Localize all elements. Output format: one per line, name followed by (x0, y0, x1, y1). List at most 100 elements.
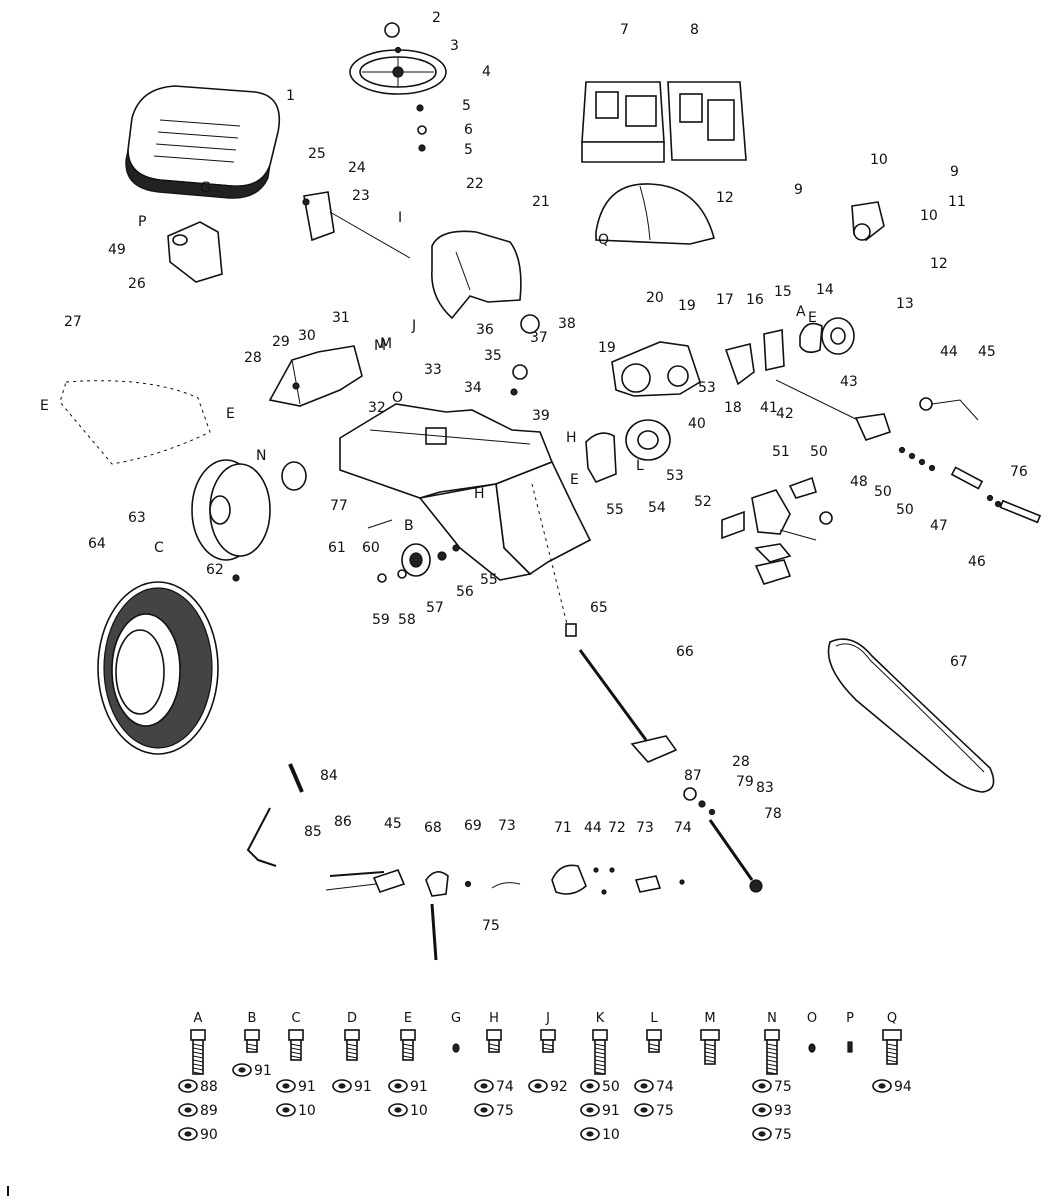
callout-label: 68 (424, 820, 442, 836)
callout-label: 33 (424, 362, 442, 378)
callout-label: 43 (840, 374, 858, 390)
callout-label: 50 (874, 484, 892, 500)
part-pulley-assembly (724, 317, 855, 386)
part-wheel-rim (191, 459, 307, 561)
callout-label: A (796, 304, 806, 320)
hardware-letter: Q (887, 1011, 897, 1026)
hardware-ref: 92 (550, 1079, 568, 1095)
callout-label: 60 (362, 540, 380, 556)
bolt-icon (882, 1029, 902, 1065)
callout-label: 36 (476, 322, 494, 338)
bolt-icon (540, 1029, 556, 1053)
callout-label: 39 (532, 408, 550, 424)
hardware-letter: N (767, 1011, 777, 1026)
bolt-icon (288, 1029, 304, 1061)
callout-label: 40 (688, 416, 706, 432)
hardware-ref: 75 (656, 1103, 674, 1119)
callout-label: 30 (298, 328, 316, 344)
callout-label: 57 (426, 600, 444, 616)
callout-label: 9 (950, 164, 959, 180)
callout-label: B (404, 518, 414, 534)
hardware-letter: B (248, 1011, 257, 1026)
part-hub-hardware (232, 519, 460, 583)
hardware-letter: E (404, 1011, 412, 1026)
callout-label: 74 (674, 820, 692, 836)
callout-label: 64 (88, 536, 106, 552)
callout-label: H (474, 486, 485, 502)
hardware-ref: 50 (602, 1079, 620, 1095)
callout-label: O (392, 390, 403, 406)
part-steering-wheel (349, 22, 447, 152)
callout-label: E (808, 310, 817, 326)
part-small-parts (246, 763, 685, 961)
hardware-letter: L (650, 1011, 658, 1026)
callout-label: 63 (128, 510, 146, 526)
part-axle-bracket (167, 221, 223, 283)
hardware-ref: 91 (298, 1079, 316, 1095)
callout-label: 45 (384, 816, 402, 832)
hardware-ref: 91 (602, 1103, 620, 1119)
part-pivot (851, 201, 885, 241)
callout-label: 12 (930, 256, 948, 272)
callout-label: 26 (128, 276, 146, 292)
part-steering-bracket (302, 191, 411, 259)
callout-label: 9 (794, 182, 803, 198)
callout-label: 11 (948, 194, 966, 210)
callout-label: 54 (648, 500, 666, 516)
callout-label: 13 (896, 296, 914, 312)
callout-label: 87 (684, 768, 702, 784)
part-decals (581, 81, 747, 163)
hardware-ref: 75 (774, 1079, 792, 1095)
hardware-ref: 89 (200, 1103, 218, 1119)
hardware-ref: 74 (496, 1079, 514, 1095)
callout-label: 58 (398, 612, 416, 628)
bolt-icon (592, 1029, 608, 1075)
callout-label: 3 (450, 38, 459, 54)
part-floor-mat (59, 380, 211, 465)
hardware-letter: M (704, 1011, 715, 1026)
callout-label: 85 (304, 824, 322, 840)
part-dash-tower (431, 230, 522, 320)
callout-label: L (636, 458, 644, 474)
hardware-ref: 91 (354, 1079, 372, 1095)
callout-label: 25 (308, 146, 326, 162)
callout-label: E (570, 472, 579, 488)
callout-label: 76 (1010, 464, 1028, 480)
callout-label: 28 (244, 350, 262, 366)
hardware-ref: 75 (774, 1127, 792, 1143)
callout-label: E (40, 398, 49, 414)
callout-label: 73 (498, 818, 516, 834)
hardware-letter: O (807, 1011, 817, 1026)
hardware-icon (847, 1041, 853, 1053)
callout-label: 72 (608, 820, 626, 836)
part-steering-shaft (531, 483, 763, 893)
hardware-letter: C (291, 1011, 300, 1026)
callout-label: 52 (694, 494, 712, 510)
callout-label: 79 (736, 774, 754, 790)
part-drive-belt (827, 638, 995, 793)
part-brake-linkage (775, 379, 1042, 524)
callout-label: 35 (484, 348, 502, 364)
callout-label: 12 (716, 190, 734, 206)
hardware-letter: K (596, 1011, 605, 1026)
callout-label: C (154, 540, 164, 556)
callout-label: 53 (698, 380, 716, 396)
bolt-icon (400, 1029, 416, 1061)
callout-label: 48 (850, 474, 868, 490)
callout-label: E (226, 406, 235, 422)
callout-label: 51 (772, 444, 790, 460)
hardware-ref: 91 (410, 1079, 428, 1095)
callout-label: 77 (330, 498, 348, 514)
hardware-ref: 74 (656, 1079, 674, 1095)
callout-label: 41 (760, 400, 778, 416)
hardware-icon (452, 1043, 460, 1053)
callout-label: 55 (606, 502, 624, 518)
callout-label: M (374, 338, 386, 354)
callout-label: 14 (816, 282, 834, 298)
part-main-frame (339, 403, 592, 581)
callout-label: 7 (620, 22, 629, 38)
part-idler (510, 314, 540, 396)
callout-label: 49 (108, 242, 126, 258)
callout-label: 10 (920, 208, 938, 224)
